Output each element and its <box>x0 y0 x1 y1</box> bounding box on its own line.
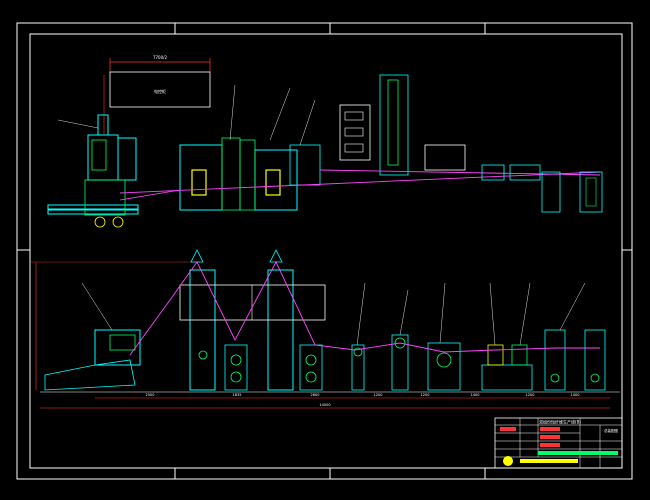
cutter-roll <box>550 373 560 383</box>
stretcher-1-frame <box>179 144 223 211</box>
company-name-bar <box>520 459 578 463</box>
fiber-line-plan <box>119 171 601 194</box>
stretcher-1-side <box>221 137 241 211</box>
crimper-roll <box>436 352 452 368</box>
draw-frame-2-top <box>269 249 283 263</box>
leader <box>519 282 531 346</box>
leader <box>439 282 446 344</box>
leader <box>269 87 291 141</box>
tow-plan <box>509 164 541 181</box>
draw-frame-1-rolls <box>224 344 248 391</box>
roll <box>305 354 317 366</box>
leader <box>559 282 586 331</box>
wheel <box>94 216 106 228</box>
plan-rail <box>119 189 181 201</box>
extruder-base <box>47 204 139 210</box>
extruder-motor-e <box>109 334 136 351</box>
overhead-cabinet <box>179 284 326 321</box>
roll <box>230 371 242 383</box>
extruder-frame <box>84 179 126 216</box>
company-logo <box>503 456 513 466</box>
roll <box>230 354 242 366</box>
dim-4: 1200 <box>374 393 383 397</box>
top-width-dim: 7700/2 <box>153 55 168 60</box>
wheel <box>112 216 124 228</box>
outer-frame <box>16 22 633 480</box>
cutter-roll <box>590 373 600 383</box>
tow-device <box>487 344 504 366</box>
elevation-view: 2500 1835 2600 1200 1200 1400 1200 1400 … <box>30 249 620 409</box>
dim-5: 1200 <box>421 393 430 397</box>
electric-cabinet-label: 电控柜 <box>154 88 166 94</box>
stretcher-2-frame <box>254 149 298 211</box>
cutter-plan-3 <box>585 177 597 207</box>
stretcher-1-core <box>191 169 207 196</box>
leader <box>489 282 496 346</box>
leader <box>399 289 409 336</box>
extruder-box <box>117 137 137 181</box>
extruder-motor <box>91 139 107 171</box>
title-red-cell <box>540 443 560 447</box>
leader <box>356 282 366 346</box>
extruder-leader-e <box>81 282 113 331</box>
draw-frame-2-rolls <box>299 344 323 391</box>
godet-1 <box>351 344 365 391</box>
control-panel-tag <box>344 127 364 137</box>
cutter-plan-2 <box>579 171 603 213</box>
leader <box>229 84 236 141</box>
extruder-body <box>87 134 119 181</box>
cutter-1 <box>544 329 566 391</box>
cutter-2 <box>584 329 606 391</box>
title-block: 双组份短纤维生产线(B) 总装配图 <box>494 417 623 469</box>
tow-table <box>481 364 533 391</box>
extruder-gearbox <box>94 329 141 366</box>
fiber-path <box>129 260 600 356</box>
dim-7: 1200 <box>526 393 535 397</box>
roll <box>305 371 317 383</box>
plan-view: 7700/2 电控柜 <box>47 55 603 228</box>
roll <box>198 350 208 360</box>
stretcher-2-core <box>265 169 281 196</box>
title-block-frame <box>494 417 623 469</box>
dim-6: 1400 <box>471 393 480 397</box>
electric-cabinet <box>109 71 211 108</box>
godet-roll <box>394 337 406 349</box>
extruder-leader <box>57 119 99 129</box>
dim-3: 2600 <box>311 393 320 397</box>
inner-frame <box>29 33 623 469</box>
godet-roll <box>353 347 363 357</box>
title-right-label: 总装配图 <box>604 428 618 433</box>
title-red-cell <box>500 427 516 431</box>
dim-8: 1400 <box>571 393 580 397</box>
extruder-elevation <box>44 359 136 391</box>
draw-frame-1-top <box>190 249 204 263</box>
draw-frame-2 <box>267 269 294 391</box>
control-panel-tag <box>344 111 364 121</box>
control-panel-tag <box>344 143 364 153</box>
title-green-bar <box>538 451 618 455</box>
vertical-unit <box>379 74 409 176</box>
draw-frame-1 <box>189 269 216 391</box>
vertical-unit-inner <box>387 79 399 166</box>
dryer-plan <box>481 164 505 181</box>
cutter-plan-1 <box>541 171 561 213</box>
stretcher-2-side <box>239 139 256 211</box>
crimper-plan <box>424 144 466 171</box>
dim-total: 14000 <box>319 403 330 407</box>
fiber-line-plan <box>319 169 601 176</box>
extruder-head <box>97 114 109 136</box>
title-red-cell <box>540 427 560 431</box>
extruder-base-2 <box>47 209 139 215</box>
title-header: 双组份短纤维生产线(B) <box>539 419 581 425</box>
dim-2: 1835 <box>233 393 242 397</box>
crimper <box>427 342 461 391</box>
cabinet-low <box>289 144 321 186</box>
control-panel <box>339 104 371 161</box>
dim-1: 2500 <box>146 393 155 397</box>
title-red-cell <box>540 435 560 439</box>
leader <box>299 99 316 146</box>
tow-device <box>511 344 528 366</box>
